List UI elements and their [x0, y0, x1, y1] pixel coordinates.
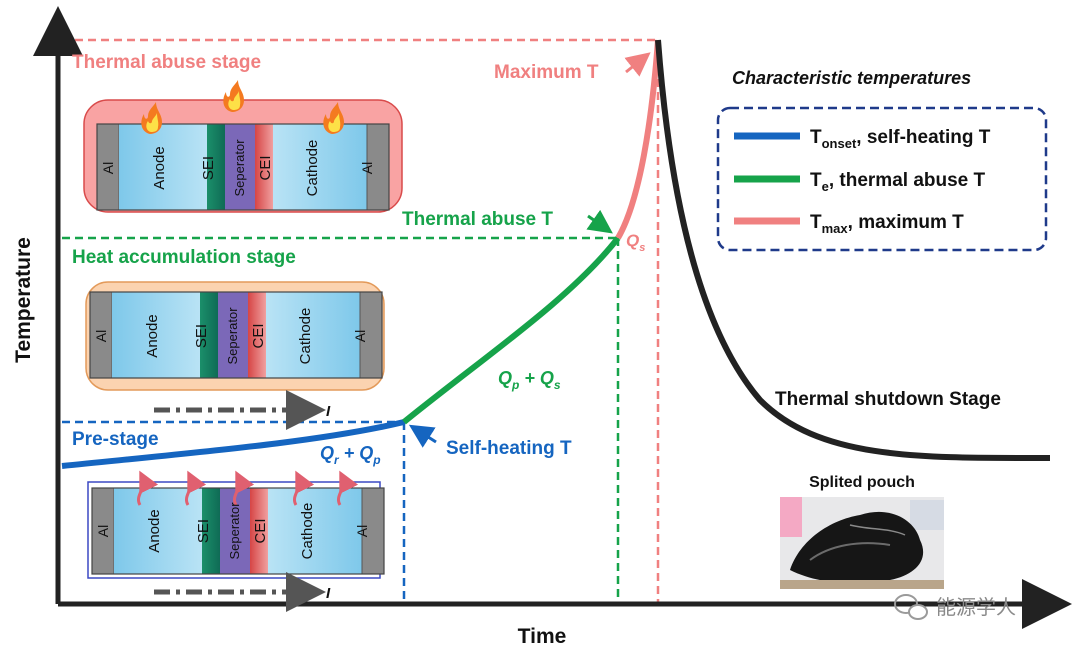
layer-label-separator: Seperator — [225, 307, 240, 365]
layer-label-al: Al — [354, 525, 370, 537]
layer-label-cei: CEI — [252, 518, 269, 543]
legend-item-maximum: Tmax, maximum T — [734, 212, 964, 236]
self-heating-t-arrow — [408, 424, 437, 448]
thermal-abuse-t-arrow — [586, 209, 613, 234]
pre-stage-curve — [61, 419, 405, 469]
layer-label-separator: Seperator — [232, 139, 247, 197]
layer-label-al: Al — [352, 330, 368, 342]
layer-label-cathode: Cathode — [297, 308, 314, 365]
layer-label-anode: Anode — [151, 146, 168, 189]
legend-item-onset: Tonset, self-heating T — [734, 127, 991, 151]
photo-caption: Splited pouch — [809, 474, 915, 491]
heat-flow-arrows — [137, 470, 359, 506]
legend-box — [716, 106, 1048, 252]
heat-accumulation-curve — [402, 236, 621, 425]
legend-text-maximum: Tmax, maximum T — [810, 212, 964, 236]
self-heating-t-label: Self-heating T — [446, 438, 572, 459]
maximum-t-label: Maximum T — [494, 62, 599, 83]
heat-term-abuse: Qs — [626, 231, 645, 254]
heat-term-pre: Qr + Qp — [320, 443, 381, 467]
layer-label-anode: Anode — [146, 509, 163, 552]
layer-label-sei: SEI — [200, 156, 217, 180]
split-pouch-photo — [780, 497, 944, 589]
x-axis-label: Time — [518, 625, 567, 648]
thermal-abuse-t-label: Thermal abuse T — [402, 209, 553, 230]
layer-label-sei: SEI — [195, 519, 212, 543]
layer-label-cei: CEI — [250, 323, 267, 348]
current-label: I — [326, 585, 331, 602]
legend-text-onset: Tonset, self-heating T — [810, 127, 991, 151]
layer-label-separator: Seperator — [227, 502, 242, 560]
layer-label-al: Al — [93, 330, 109, 342]
watermark-text: 能源学人 — [936, 596, 1016, 619]
layer-label-cathode: Cathode — [304, 140, 321, 197]
cell-pre-stage: Al Anode SEI Seperator CEI Cathode Al I — [87, 470, 385, 612]
thermal-abuse-curve — [615, 39, 661, 240]
maximum-t-arrow — [624, 52, 651, 77]
layer-label-al: Al — [100, 162, 116, 174]
layer-label-cathode: Cathode — [299, 503, 316, 560]
layer-label-cei: CEI — [257, 155, 274, 180]
current-label: I — [326, 403, 331, 420]
cell-thermal-abuse: Al Anode SEI Seperator CEI Cathode Al — [83, 80, 403, 213]
cell-heat-accumulation: Al Anode SEI Seperator CEI Cathode Al I — [85, 281, 385, 430]
layer-label-al: Al — [359, 162, 375, 174]
layer-label-anode: Anode — [144, 314, 161, 357]
heat-term-accumulation: Qp + Qs — [498, 368, 561, 392]
legend-title: Characteristic temperatures — [732, 68, 971, 88]
wechat-watermark: 能源学人 — [894, 594, 1016, 620]
stage-label-shutdown: Thermal shutdown Stage — [775, 389, 1001, 410]
layer-label-al: Al — [95, 525, 111, 537]
stage-label-heat-accumulation: Heat accumulation stage — [72, 247, 296, 268]
y-axis-label: Temperature — [12, 237, 35, 363]
fire-icon — [223, 80, 244, 112]
legend-text-thermal-abuse: Te, thermal abuse T — [810, 170, 986, 194]
wechat-icon — [894, 594, 928, 620]
stage-label-pre: Pre-stage — [72, 429, 159, 450]
legend-item-thermal-abuse: Te, thermal abuse T — [734, 170, 986, 194]
stage-label-thermal-abuse: Thermal abuse stage — [72, 52, 261, 73]
shutdown-curve — [655, 39, 1051, 462]
layer-label-sei: SEI — [193, 324, 210, 348]
